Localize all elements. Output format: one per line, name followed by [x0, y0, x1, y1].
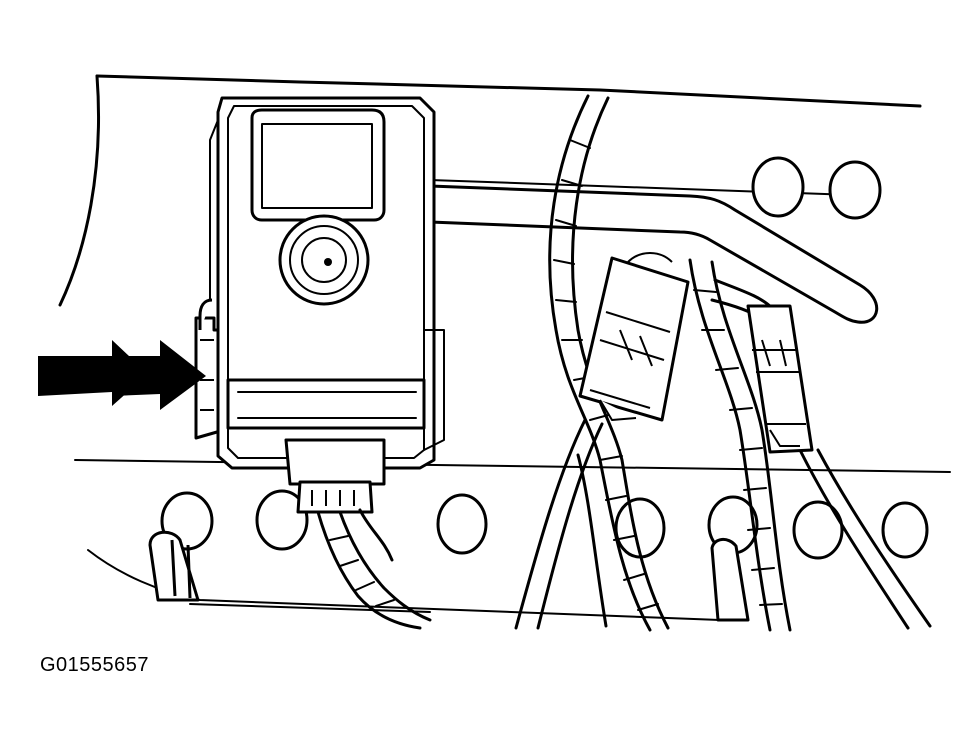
module-connector: [284, 438, 432, 630]
bracket-rail: [428, 184, 879, 324]
figure-code: G01555657: [40, 654, 150, 676]
left-connector: [578, 252, 690, 422]
background-panel: [58, 74, 951, 621]
plain-wires: [514, 418, 932, 630]
pointer-arrows: [38, 340, 206, 410]
upper-panel-holes: [751, 156, 882, 220]
electronic-module: [209, 96, 445, 470]
panel-tabs: [148, 530, 750, 622]
arrow-icon: [112, 340, 206, 410]
right-connector: [746, 304, 814, 454]
